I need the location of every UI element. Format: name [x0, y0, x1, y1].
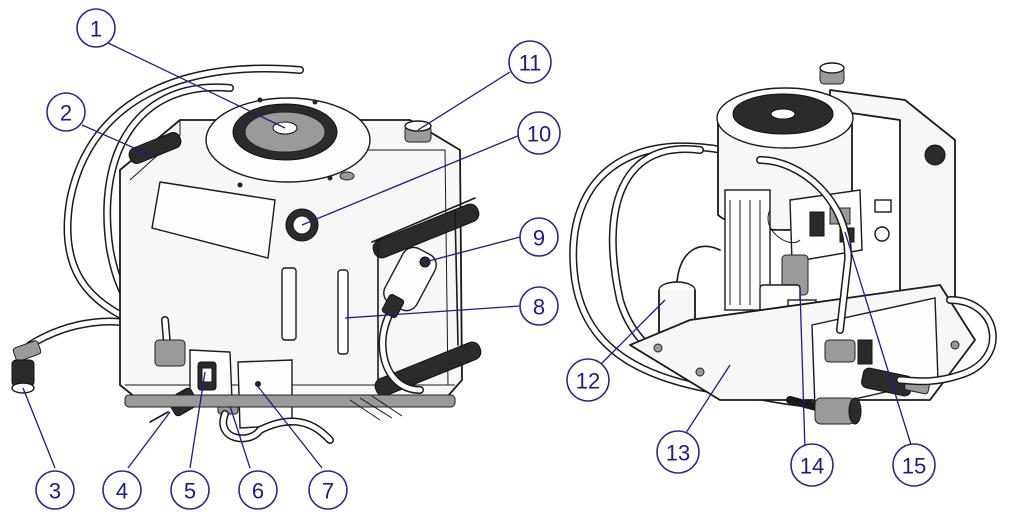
callout-9-label: 9 [533, 226, 545, 251]
callout-12: 12 [566, 358, 610, 402]
pump-unit-front-view [11, 64, 482, 444]
leader-lines [22, 41, 913, 469]
carry-handle [128, 132, 182, 164]
rear-cap [819, 62, 845, 85]
callout-4: 4 [102, 470, 142, 510]
callout-15-label: 15 [902, 454, 926, 479]
callout-2: 2 [46, 92, 86, 132]
callout-14: 14 [790, 443, 834, 487]
callout-7-label: 7 [322, 479, 334, 504]
callout-5-label: 5 [184, 479, 196, 504]
callout-11-label: 11 [519, 51, 542, 76]
pump-unit-rear-view [569, 62, 997, 425]
top-cap [404, 120, 432, 143]
callout-5: 5 [170, 470, 210, 510]
callout-3: 3 [35, 470, 75, 510]
callout-6: 6 [238, 470, 278, 510]
callout-15: 15 [892, 443, 936, 487]
callout-6-label: 6 [252, 479, 264, 504]
callout-2-label: 2 [60, 101, 72, 126]
callout-3-label: 3 [49, 479, 61, 504]
callout-10: 10 [517, 111, 561, 155]
callout-13: 13 [656, 430, 700, 474]
callout-10-label: 10 [527, 122, 551, 147]
callout-1: 1 [76, 8, 116, 48]
electrical-connector-right [786, 396, 862, 425]
callout-7: 7 [308, 470, 348, 510]
callout-14-label: 14 [800, 454, 824, 479]
callout-8: 8 [519, 286, 559, 326]
callout-11: 11 [508, 40, 552, 84]
hand-remote [378, 246, 437, 394]
quick-coupler-left [11, 340, 42, 394]
callout-9: 9 [519, 217, 559, 257]
callout-8-label: 8 [533, 295, 545, 320]
callout-1-label: 1 [90, 17, 102, 42]
callout-13-label: 13 [666, 441, 690, 466]
callout-4-label: 4 [116, 479, 128, 504]
callout-12-label: 12 [576, 369, 600, 394]
side-handle-upper [371, 197, 480, 259]
